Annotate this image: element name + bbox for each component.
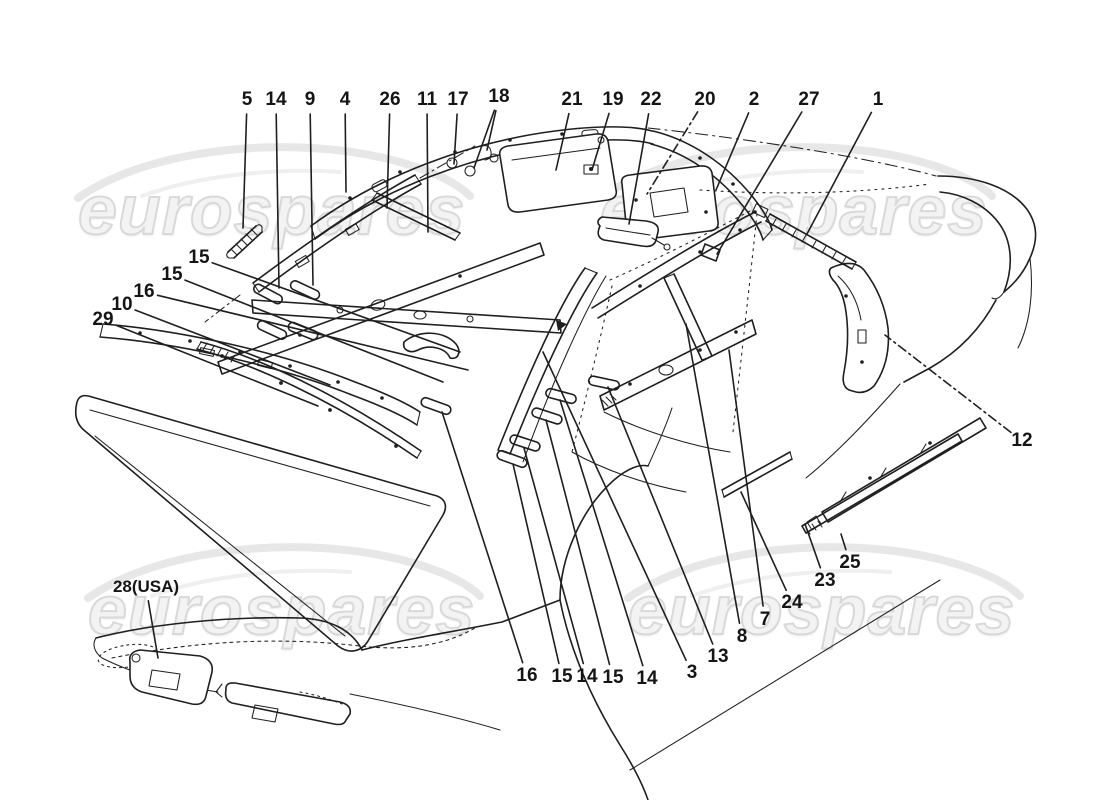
leader-line-25 (840, 533, 847, 551)
leader-line-18 (473, 109, 496, 169)
leader-line-29 (115, 324, 319, 407)
leader-line-14 (559, 399, 644, 667)
leader-line-14 (523, 447, 585, 665)
leader-line-3 (542, 351, 687, 662)
hatched-finisher-strip (226, 224, 263, 259)
leader-line-18 (486, 109, 497, 151)
leader-line-10 (134, 309, 331, 386)
leader-line-5 (242, 113, 248, 229)
leader-line-2 (715, 112, 750, 191)
front-body-lines (93, 407, 941, 800)
leader-line-14 (275, 113, 280, 289)
leader-line-27 (716, 111, 803, 255)
sun-visor-passenger (224, 682, 352, 726)
windscreen-panel (74, 394, 447, 652)
leader-line-9 (309, 113, 314, 286)
leader-line-16 (441, 411, 524, 664)
a-pillar-trim (497, 267, 613, 463)
cantrail-finisher (751, 203, 857, 270)
leader-line-15 (184, 279, 444, 383)
grab-handle-and-clips (402, 332, 621, 470)
leader-line-11 (426, 113, 429, 233)
door-sill-inner-strip (721, 451, 793, 498)
sun-visor-usa (128, 649, 214, 706)
leader-line-4 (344, 113, 347, 193)
sun-visor-left (489, 133, 618, 213)
sill-finisher-strips (801, 417, 987, 535)
leader-line-1 (806, 111, 873, 235)
leader-line-15 (545, 419, 611, 666)
cowl-rail (99, 323, 421, 426)
leader-line-28(USA) (147, 599, 159, 659)
sun-visor-inset (111, 627, 501, 731)
waist-rail (599, 319, 757, 453)
quarter-trim-panel (828, 262, 890, 394)
leader-line-12 (884, 334, 1012, 434)
leader-line-15 (512, 463, 560, 665)
frame-strut-and-clips (251, 145, 492, 342)
pillar-joint-bracket (700, 243, 721, 262)
leader-line-16 (156, 294, 469, 371)
leader-line-19 (591, 112, 610, 171)
leader-line-15 (211, 261, 461, 353)
b-pillar-trim (663, 273, 713, 361)
crossed-dash-rails (217, 242, 562, 375)
rear-view-mirror (597, 216, 671, 251)
leader-line-24 (740, 491, 788, 592)
leader-line-23 (804, 523, 822, 569)
leader-line-21 (555, 112, 570, 171)
